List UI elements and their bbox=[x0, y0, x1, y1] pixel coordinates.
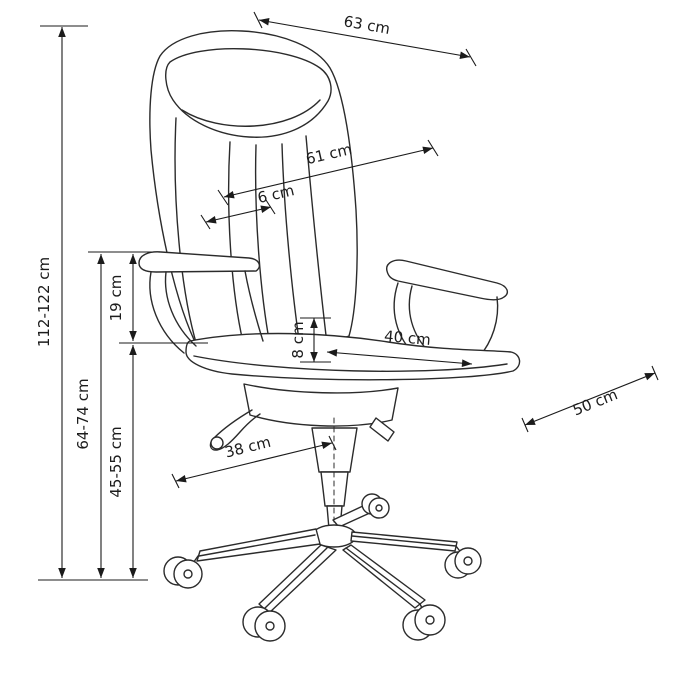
dim-ext-63-right bbox=[465, 48, 477, 67]
chair-caster-front-right bbox=[402, 603, 446, 641]
chair-caster-rear bbox=[361, 493, 390, 519]
chair-seat bbox=[185, 332, 521, 381]
chair-armrest-left-support bbox=[244, 270, 264, 342]
chair-base-leg-front-right-ridge bbox=[345, 547, 421, 605]
dim-label-seat-width: 40 cm bbox=[383, 327, 431, 349]
dim-ext-61-right bbox=[427, 139, 439, 157]
dimension-labels: 112-122 cm 64-74 cm 19 cm 45-55 cm 63 cm… bbox=[35, 12, 620, 497]
chair-armrest-left-support bbox=[149, 271, 185, 354]
dim-seat-width-line bbox=[326, 349, 473, 367]
dim-ext-6-right bbox=[265, 199, 276, 215]
dimension-lines bbox=[38, 11, 659, 581]
chair-caster-front-left bbox=[242, 606, 286, 642]
chair-lever-knob bbox=[210, 436, 224, 450]
dim-ext-38-right bbox=[328, 435, 337, 451]
chair-seat-seam bbox=[193, 355, 508, 372]
dim-label-armrest-to-seat: 19 cm bbox=[107, 275, 125, 322]
dim-label-seat-height: 45-55 cm bbox=[107, 426, 125, 497]
dim-ext-38-left bbox=[171, 473, 180, 489]
chair-mechanism-plate bbox=[243, 383, 399, 427]
chair-caster-right bbox=[444, 545, 482, 579]
chair-base-leg-front-left-ridge bbox=[264, 547, 328, 609]
dim-label-total-height: 112-122 cm bbox=[35, 257, 53, 347]
chair-drawing bbox=[138, 30, 521, 642]
dim-backrest-thickness-line bbox=[205, 205, 272, 224]
chair-armrest-left-pad bbox=[138, 251, 261, 273]
dim-label-backrest-top-width: 63 cm bbox=[342, 12, 391, 38]
dim-ext-50-right bbox=[651, 365, 659, 381]
dim-label-base-span: 38 cm bbox=[223, 433, 273, 462]
chair-base-leg-right-ridge bbox=[351, 535, 457, 547]
dim-label-floor-to-armrest: 64-74 cm bbox=[74, 378, 92, 449]
dim-label-cushion-thickness: 8 cm bbox=[289, 321, 307, 358]
dim-backrest-diagonal-line bbox=[223, 146, 434, 199]
dim-ext-6-left bbox=[200, 214, 211, 230]
chair-base-leg-left-ridge bbox=[198, 534, 316, 557]
chair-armrest-left-support bbox=[164, 271, 197, 347]
dim-ext-63-left bbox=[253, 11, 263, 29]
dim-base-span-line bbox=[175, 441, 333, 483]
chair-backrest-left-seam bbox=[174, 117, 198, 347]
chair-headrest-crease bbox=[181, 99, 321, 127]
dim-seat-depth-line bbox=[524, 372, 656, 426]
chair-armrest-right-support bbox=[478, 296, 499, 358]
chair-caster-left bbox=[163, 555, 203, 589]
dim-label-seat-depth: 50 cm bbox=[570, 385, 620, 419]
dim-ext-50-left bbox=[521, 417, 529, 433]
dim-backrest-width-line bbox=[258, 17, 471, 60]
chair-right-knob bbox=[369, 417, 395, 442]
dim-ext-61-left bbox=[217, 189, 229, 206]
chair-armrest-right-pad bbox=[386, 259, 509, 301]
